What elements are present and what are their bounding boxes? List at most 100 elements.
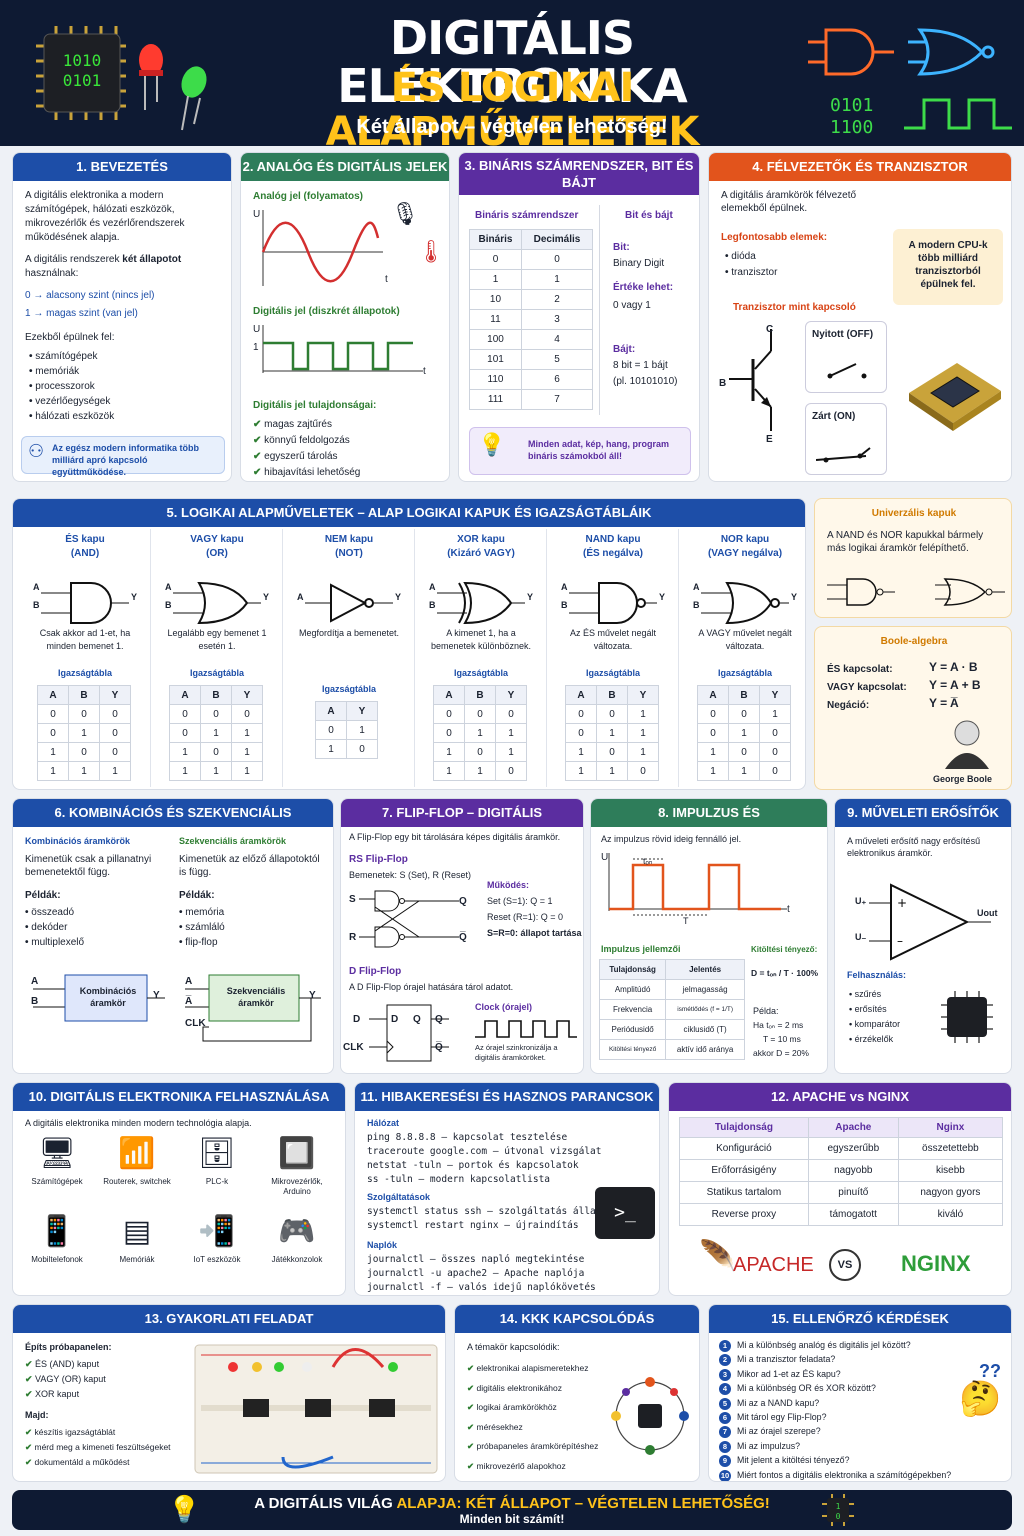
section-title: 2. ANALÓG ÉS DIGITÁLIS JELEK: [241, 153, 449, 181]
table-cell: 1: [565, 761, 597, 781]
practice-intro: Építs próbapanelen:: [25, 1342, 112, 1352]
section-title: 8. IMPULZUS ÉS IMPULZUSTECHNIKA: [591, 799, 827, 848]
application-item: 📲IoT eszközök: [177, 1213, 257, 1289]
table-cell: 1: [433, 761, 465, 781]
application-label: IoT eszközök: [193, 1255, 241, 1264]
clk-label: CLK: [185, 1018, 206, 1029]
section-applications: 10. DIGITÁLIS ELEKTRONIKA FELHASZNÁLÁSA …: [12, 1082, 346, 1296]
opamp-symbol: +–: [869, 883, 991, 961]
breadboard-image: [194, 1344, 438, 1474]
universal-text: A NAND és NOR kapukkal bármely más logik…: [827, 530, 984, 554]
terminal-icon: >_: [595, 1187, 655, 1239]
command-line: journalctl -u apache2 – Apache naplója: [367, 1268, 585, 1279]
byte-example: (pl. 10101010): [613, 376, 678, 387]
list-item: dióda: [725, 249, 777, 265]
svg-text:+: +: [897, 896, 907, 910]
truth-table-title: Igazságtábla: [585, 668, 641, 678]
gate-description: Az ÉS művelet negált változata.: [569, 628, 657, 651]
table-cell: 0: [315, 720, 347, 740]
table-cell: 0: [495, 761, 527, 781]
gate-description: A VAGY művelet negált változata.: [698, 628, 792, 651]
sequential-title: Szekvenciális áramkörök: [179, 836, 287, 846]
list-item: tranzisztor: [725, 265, 777, 281]
col-header: Y: [99, 685, 131, 705]
log-commands: journalctl – összes napló megtekintése j…: [367, 1253, 657, 1295]
and-gate-symbol: [41, 582, 129, 624]
table-cell: 0: [231, 704, 263, 724]
application-item: 📶Routerek, switchek: [97, 1135, 177, 1211]
pulse-intro: Az impulzus rövid ideig fennálló jel.: [601, 834, 742, 844]
application-item: 🔲Mikrovezérlők, Arduino: [257, 1135, 337, 1211]
state-one: 1 → magas szint (van jel): [25, 308, 138, 319]
list-item: VAGY (OR) kaput: [25, 1372, 106, 1387]
section-universal-gates: Univerzális kapuk A NAND és NOR kapukkal…: [814, 498, 1012, 618]
sequential-diagram: [185, 974, 321, 1042]
application-item: 🗄PLC-k: [177, 1135, 257, 1211]
col-header: Bináris: [469, 229, 522, 250]
col-header: B: [200, 685, 232, 705]
list-item: dokumentáld a működést: [25, 1455, 171, 1470]
lightbulb-icon: 💡: [168, 1494, 201, 1524]
ic-chip-icon: [941, 991, 993, 1043]
question-number: 9: [719, 1455, 731, 1468]
list-item: egyszerű tárolás: [253, 449, 360, 465]
gate-sub: (NOT): [335, 548, 363, 559]
input-a-label: A: [297, 592, 304, 602]
question-number: 4: [719, 1383, 731, 1396]
command-line: ss -tuln – modern kapcsolatlista: [367, 1174, 551, 1185]
question-number: 6: [719, 1412, 731, 1424]
microcontroller-icon: 🔲: [278, 1137, 316, 1170]
list-item: érzékelők: [849, 1032, 900, 1047]
input-a-label: A: [33, 582, 40, 592]
input-b-label: B: [33, 600, 40, 610]
truth-table-title: Igazságtábla: [453, 668, 509, 678]
section-pulse: 8. IMPULZUS ÉS IMPULZUSTECHNIKA Az impul…: [590, 798, 828, 1074]
binary-table-title: Bináris számrendszer: [475, 210, 579, 221]
boole-title: Boole-algebra: [880, 636, 948, 647]
table-cell: 0: [596, 742, 628, 762]
table-cell: 1: [37, 742, 69, 762]
col-header: Tulajdonság: [598, 959, 667, 980]
col-header: A: [697, 685, 729, 705]
chip-icon: 10: [822, 1494, 854, 1526]
table-cell: 0: [464, 742, 496, 762]
application-label: Mobiltelefonok: [31, 1255, 83, 1264]
table-cell: 0: [346, 739, 378, 759]
table-cell: 1: [728, 723, 760, 743]
memory-module-icon: ▤: [122, 1215, 152, 1248]
or-gate-symbol: [173, 581, 261, 625]
table-cell: 0: [495, 704, 527, 724]
example-line-2: T = 10 ms: [763, 1034, 801, 1044]
col-header: A: [315, 701, 347, 721]
rs-inputs: Bemenetek: S (Set), R (Reset): [349, 870, 472, 880]
table-cell: 0: [433, 704, 465, 724]
gate-name: VAGY kapu: [190, 534, 244, 545]
list-item: processzorok: [29, 379, 221, 394]
application-label: Memóriák: [119, 1255, 155, 1264]
question-text: Mi az a NAND kapu?: [737, 1397, 820, 1408]
gamepad-icon: 🎮: [278, 1215, 316, 1248]
q-output-label: Q: [435, 1014, 443, 1025]
input-b-label: B: [165, 600, 172, 610]
u-label: U: [601, 852, 609, 863]
microchip-icon: 1010 0101: [36, 26, 126, 120]
question-text: Miért fontos a digitális elektronika a s…: [737, 1469, 952, 1480]
gate-name: NAND kapu: [585, 534, 641, 545]
not-gate-symbol: [305, 583, 393, 623]
computer-icon: 🖥: [37, 1137, 77, 1170]
